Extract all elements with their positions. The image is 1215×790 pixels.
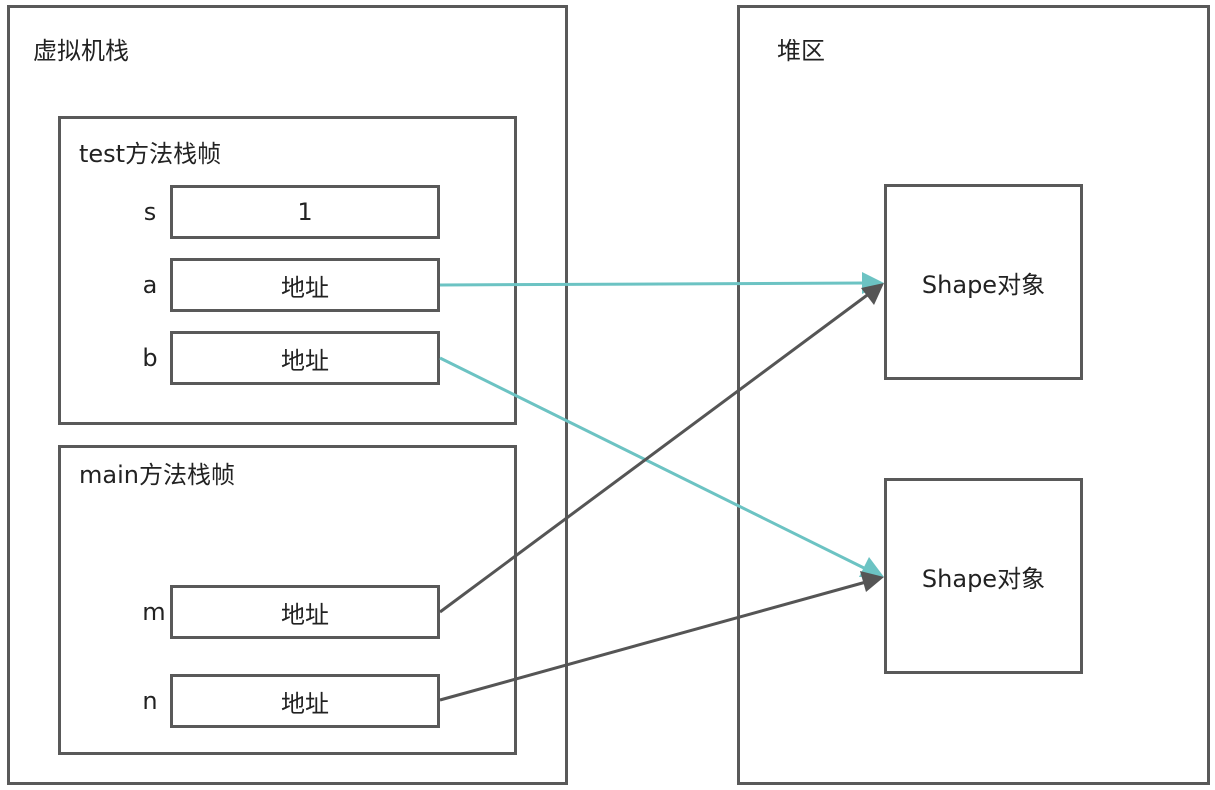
var-cell-a: 地址 [170,258,440,312]
heap-title: 堆区 [777,37,825,65]
shape-object-2: Shape对象 [884,478,1083,674]
shape-object-1: Shape对象 [884,184,1083,380]
test-frame-title: test方法栈帧 [79,140,222,168]
var-cell-s: 1 [170,185,440,239]
var-cell-n: 地址 [170,674,440,728]
var-label-s: s [143,198,157,226]
var-label-m: m [142,598,166,626]
var-label-n: n [142,687,158,715]
var-label-b: b [142,344,158,372]
vm-stack-title: 虚拟机栈 [33,37,129,65]
var-cell-m: 地址 [170,585,440,639]
var-cell-b: 地址 [170,331,440,385]
main-frame-title: main方法栈帧 [79,461,235,489]
var-label-a: a [142,271,158,299]
